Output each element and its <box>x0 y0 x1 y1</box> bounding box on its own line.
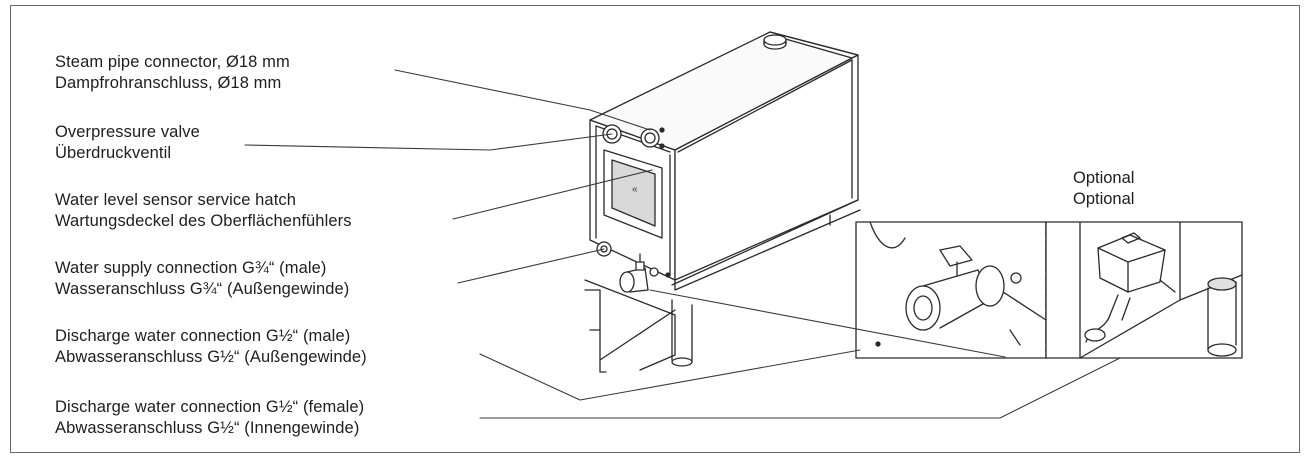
label-en: Water level sensor service hatch <box>55 191 297 209</box>
detail-box-solenoid <box>1045 221 1243 359</box>
label-de: Wasseranschluss G¾“ (Außengewinde) <box>55 280 350 298</box>
label-de: Überdruckventil <box>55 144 172 162</box>
label-water-level-sensor-hatch: Water level sensor service hatch Wartung… <box>55 190 352 232</box>
detail-box-valve <box>855 221 1047 359</box>
optional-label: Optional Optional <box>1073 168 1134 210</box>
generator-body <box>589 31 859 281</box>
label-en: Discharge water connection G½“ (female) <box>55 398 365 416</box>
svg-text:«: « <box>632 184 638 195</box>
connector-fittings <box>602 124 665 149</box>
discharge-pipe <box>671 299 693 367</box>
label-en: Steam pipe connector, Ø18 mm <box>55 53 290 71</box>
optional-de: Optional <box>1073 190 1135 208</box>
figure-frame <box>10 5 1300 453</box>
label-steam-pipe-connector: Steam pipe connector, Ø18 mm Dampfrohran… <box>55 52 290 94</box>
label-overpressure-valve: Overpressure valve Überdruckventil <box>55 122 200 164</box>
label-en: Water supply connection G¾“ (male) <box>55 259 327 277</box>
label-de: Dampfrohranschluss, Ø18 mm <box>55 74 282 92</box>
label-de: Abwasseranschluss G½“ (Außengewinde) <box>55 348 367 366</box>
label-discharge-female: Discharge water connection G½“ (female) … <box>55 397 364 439</box>
label-discharge-male: Discharge water connection G½“ (male) Ab… <box>55 326 367 368</box>
front-ball-valve <box>619 253 671 293</box>
label-de: Abwasseranschluss G½“ (Innengewinde) <box>55 419 360 437</box>
label-en: Overpressure valve <box>55 123 200 141</box>
top-cap <box>763 34 787 50</box>
label-en: Discharge water connection G½“ (male) <box>55 327 351 345</box>
label-de: Wartungsdeckel des Oberflächenfühlers <box>55 212 352 230</box>
mounting-bracket <box>584 199 861 373</box>
label-water-supply-connection: Water supply connection G¾“ (male) Wasse… <box>55 258 349 300</box>
service-hatch: « <box>603 149 663 239</box>
leader-lines <box>244 69 1121 419</box>
optional-en: Optional <box>1073 169 1135 187</box>
